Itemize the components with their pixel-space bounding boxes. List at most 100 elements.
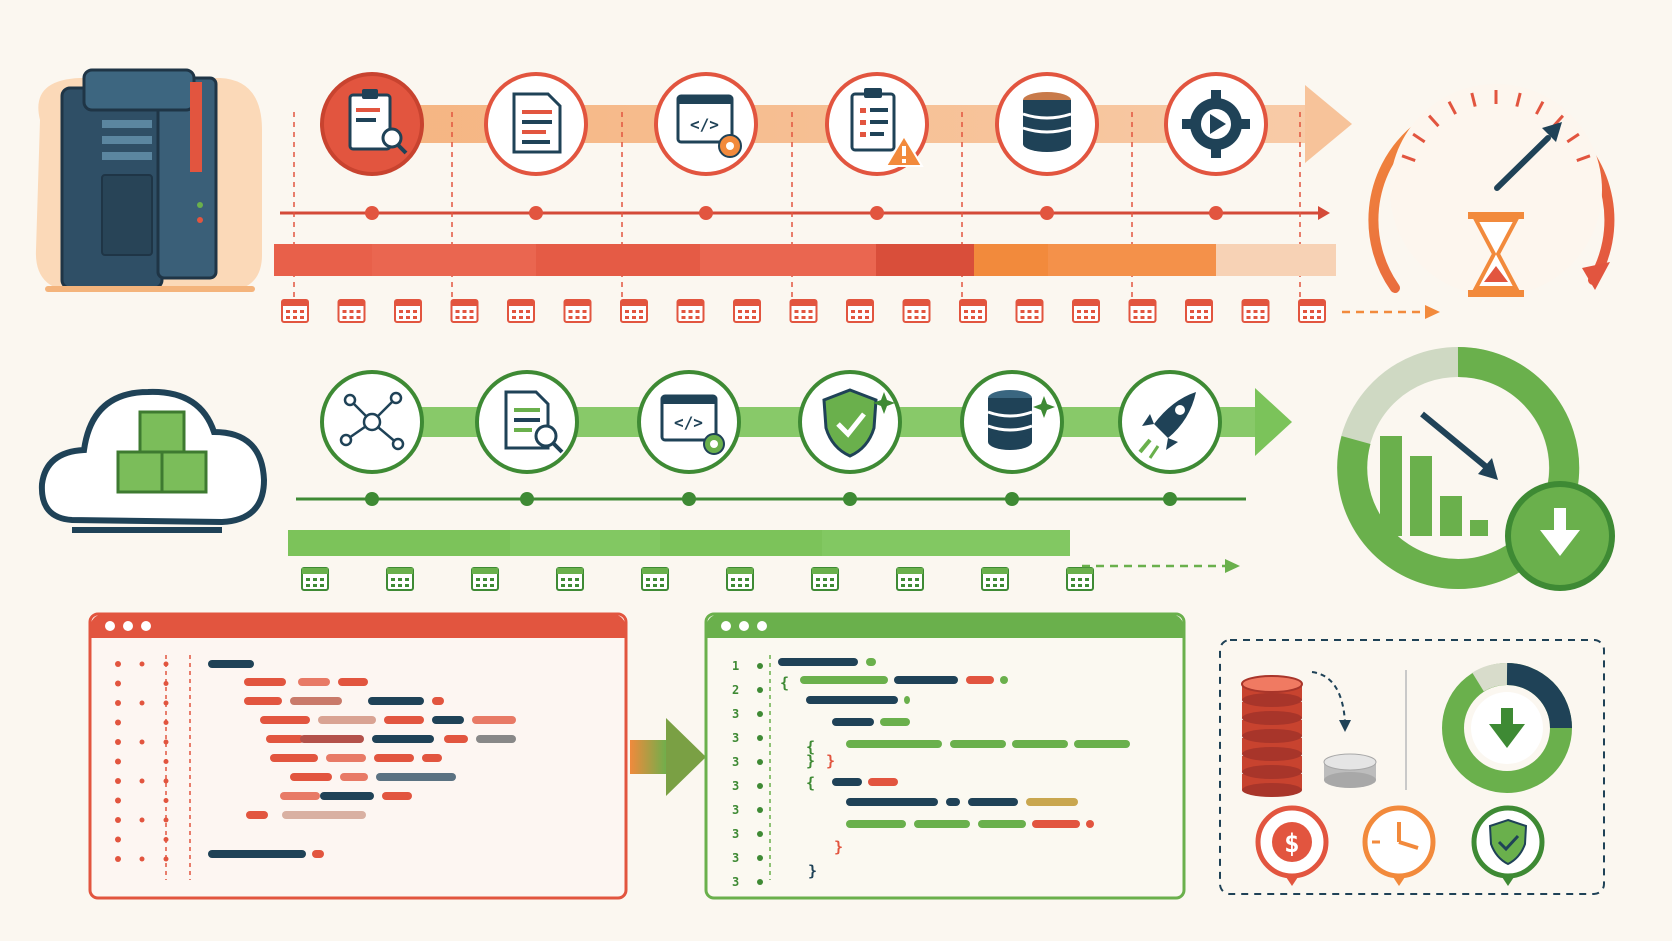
code-line	[290, 697, 342, 705]
document-icon	[512, 92, 562, 154]
calendar-icon	[394, 299, 422, 323]
gutter-dot	[115, 680, 121, 687]
timeline-dot	[843, 492, 857, 506]
code-line	[432, 716, 464, 724]
gutter-dot	[163, 739, 169, 745]
code-line	[1086, 820, 1094, 828]
svg-text:</>: </>	[690, 115, 719, 134]
legacy-stage-3[interactable]: </>	[654, 72, 758, 176]
brace-glyph: {	[806, 774, 815, 792]
legacy-stages: </>	[320, 72, 1268, 176]
code-window-gear-icon: </>	[676, 94, 742, 158]
modern-stage-1[interactable]	[320, 370, 424, 474]
calendar-icon	[811, 567, 839, 591]
gutter-dot	[115, 758, 121, 765]
gutter-dot	[757, 831, 763, 837]
gutter-dot	[163, 778, 169, 784]
code-line	[422, 754, 442, 762]
code-line	[244, 697, 282, 705]
calendar-icon	[733, 299, 761, 323]
gutter-dot	[139, 661, 145, 667]
ring-chart-decrease-icon	[1337, 347, 1615, 591]
code-line	[384, 716, 424, 724]
modern-stage-4[interactable]	[798, 370, 902, 474]
gutter-dot	[139, 739, 145, 745]
code-line	[246, 811, 268, 819]
gutter-dot	[757, 759, 763, 765]
gutter-dot	[115, 739, 121, 745]
code-line	[966, 676, 994, 684]
legacy-stage-1[interactable]	[320, 72, 424, 176]
code-line	[832, 778, 862, 786]
legacy-stage-5[interactable]	[995, 72, 1099, 176]
gutter-dot	[115, 661, 121, 667]
gutter-dot	[139, 778, 145, 784]
timeline-dot	[529, 206, 543, 220]
code-line	[800, 676, 888, 684]
dial-tick	[1535, 101, 1545, 115]
code-line	[444, 735, 468, 743]
brace-glyph: }	[826, 752, 835, 770]
svg-text:</>: </>	[674, 413, 703, 432]
network-nodes-icon	[339, 391, 405, 451]
hourglass-icon	[1468, 212, 1524, 297]
code-line	[914, 820, 970, 828]
gutter-dot	[757, 735, 763, 741]
legacy-stage-2[interactable]	[484, 72, 588, 176]
modern-line-number: 3	[732, 731, 739, 745]
legacy-infrastructure	[35, 68, 262, 292]
calendar-icon	[902, 299, 931, 323]
timeline-dot	[699, 206, 713, 220]
coin-top	[1241, 675, 1303, 693]
code-line	[290, 773, 332, 781]
gutter-dot	[139, 700, 145, 706]
brace-glyph: {	[780, 674, 789, 692]
code-line	[320, 792, 374, 800]
calendar-icon	[1298, 299, 1326, 323]
code-line	[894, 676, 958, 684]
calendar-icon	[959, 299, 987, 323]
dial-tick	[1515, 92, 1522, 107]
cloud-cubes-icon	[38, 388, 268, 533]
modern-stage-5[interactable]	[960, 370, 1064, 474]
brace-glyph: }	[808, 862, 817, 880]
code-line	[880, 718, 910, 726]
gutter-dot	[757, 711, 763, 717]
calendar-icon	[676, 299, 705, 323]
code-line	[1000, 676, 1008, 684]
code-line	[338, 678, 368, 686]
gutter-dot	[139, 856, 145, 862]
gutter-dot	[757, 687, 763, 693]
code-line	[968, 798, 1018, 806]
modern-calendar-row	[301, 567, 1094, 591]
dial-tick	[1401, 154, 1416, 162]
calendar-icon	[896, 567, 924, 591]
gutter-dot	[163, 681, 169, 686]
calendar-icon	[726, 567, 754, 591]
calendar-icon	[1185, 299, 1213, 323]
modern-stage-2[interactable]	[475, 370, 579, 474]
code-line	[374, 754, 414, 762]
calendar-icon	[507, 299, 535, 323]
modern-stage-3[interactable]: </>	[637, 370, 741, 474]
modern-line-number: 3	[732, 779, 739, 793]
shield-check-icon	[822, 388, 895, 458]
transform-arrow-icon	[630, 718, 706, 796]
modern-line-number: 3	[732, 875, 739, 889]
modern-line-number: 3	[732, 707, 739, 721]
modern-stage-6[interactable]	[1118, 370, 1222, 474]
dial-tick	[1447, 101, 1457, 115]
calendar-icon	[620, 299, 648, 323]
gutter-dot	[115, 797, 121, 804]
calendar-icon	[556, 567, 584, 591]
code-line	[208, 850, 306, 858]
modern-line-number: 1	[732, 659, 739, 673]
legacy-stage-6[interactable]	[1164, 72, 1268, 176]
code-line	[280, 792, 320, 800]
code-line	[326, 754, 366, 762]
brace-glyph: }	[834, 838, 843, 856]
modern-line-number: 3	[732, 803, 739, 817]
code-line	[270, 754, 318, 762]
legacy-stage-4[interactable]	[825, 72, 929, 176]
gutter-dot	[757, 879, 763, 885]
